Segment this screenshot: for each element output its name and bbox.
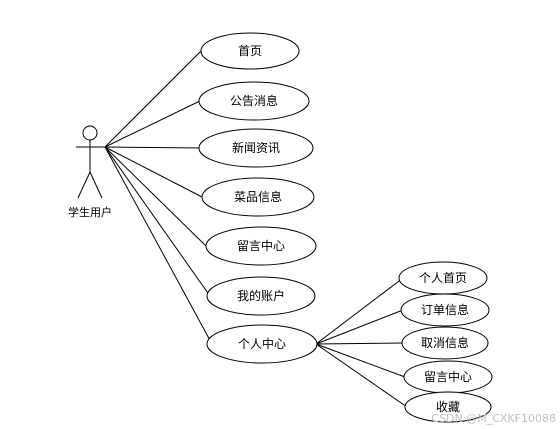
- edge-actor-my-account: [104, 146, 211, 297]
- actor-right-leg: [89, 171, 103, 199]
- actor-head: [82, 125, 98, 141]
- use-case-message-center: 留言中心: [205, 226, 317, 266]
- use-case-home: 首页: [200, 32, 300, 70]
- watermark-text: CSDN @M_CXKF10088: [431, 412, 556, 425]
- edge-pc-sub-message-center: [315, 343, 406, 378]
- use-case-news: 新闻资讯: [198, 128, 314, 168]
- use-case-personal-home-label: 个人首页: [419, 271, 467, 285]
- edge-actor-notice: [104, 99, 203, 148]
- use-case-message-center-label: 留言中心: [237, 238, 285, 253]
- actor-association-lines: [104, 49, 213, 345]
- edge-actor-message-center: [104, 146, 207, 247]
- edge-pc-personal-home: [315, 277, 404, 345]
- edge-actor-home: [104, 49, 203, 148]
- use-case-sub-message-center-label: 留言中心: [424, 369, 472, 384]
- personal-center-lines: [315, 277, 408, 408]
- use-case-news-label: 新闻资讯: [232, 140, 280, 155]
- actor-label: 学生用户: [68, 205, 112, 219]
- edge-pc-favorites: [315, 343, 408, 408]
- use-case-personal-center: 个人中心: [206, 324, 318, 364]
- use-case-my-account-label: 我的账户: [237, 288, 285, 303]
- use-case-personal-center-label: 个人中心: [238, 336, 286, 351]
- use-case-my-account: 我的账户: [206, 276, 316, 316]
- use-case-notice: 公告消息: [198, 81, 310, 121]
- edge-pc-order-info: [315, 309, 404, 345]
- use-case-notice-label: 公告消息: [230, 93, 278, 108]
- use-case-favorites-label: 收藏: [436, 400, 460, 414]
- edge-actor-dishes: [104, 146, 203, 198]
- use-case-cancel-info-label: 取消信息: [421, 335, 469, 350]
- use-case-favorites: 收藏: [404, 391, 492, 423]
- actor-left-leg: [77, 171, 91, 199]
- use-case-personal-home: 个人首页: [398, 261, 488, 295]
- actor-student-user: 学生用户: [68, 125, 112, 219]
- use-case-dishes-label: 菜品信息: [234, 189, 282, 204]
- use-case-order-info-label: 订单信息: [421, 302, 469, 317]
- use-case-cancel-info: 取消信息: [401, 326, 489, 360]
- edge-actor-news: [104, 146, 203, 149]
- use-case-sub-message-center: 留言中心: [403, 360, 493, 394]
- use-case-dishes: 菜品信息: [201, 177, 315, 217]
- edge-actor-personal-center: [104, 146, 213, 345]
- edge-pc-cancel-info: [315, 342, 404, 345]
- use-case-home-label: 首页: [238, 44, 262, 58]
- use-case-order-info: 订单信息: [400, 293, 490, 327]
